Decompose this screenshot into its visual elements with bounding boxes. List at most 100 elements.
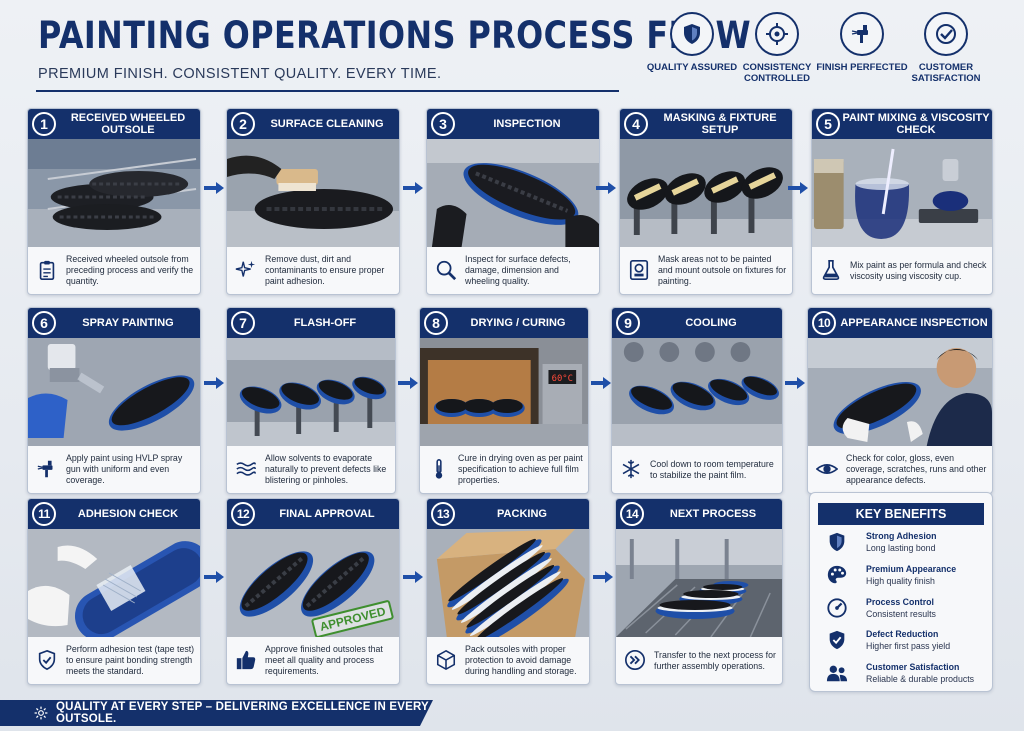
page-title: PAINTING OPERATIONS PROCESS FLOW — [38, 14, 752, 57]
step-number: 13 — [431, 502, 455, 526]
benefit-title: Premium Appearance — [866, 564, 957, 574]
benefit-subtitle: Consistent results — [866, 609, 936, 619]
step-title: PACKING — [497, 508, 547, 520]
step-photo-drying-oven: 60°C — [420, 338, 588, 446]
footer-text: QUALITY AT EVERY STEP – DELIVERING EXCEL… — [56, 701, 429, 725]
benefit-item: Process Control Consistent results — [826, 595, 991, 623]
benefit-subtitle: Reliable & durable products — [866, 674, 975, 684]
badge-quality-assured: QUALITY ASSURED — [646, 12, 738, 73]
benefit-title: Process Control — [866, 597, 934, 607]
step-number: 14 — [620, 502, 644, 526]
benefit-title: Defect Reduction — [866, 629, 939, 639]
shield-check-icon — [829, 630, 845, 650]
step-photo-packing — [427, 529, 589, 637]
step-photo-flash-off — [227, 338, 395, 446]
step-photo-cooling — [612, 338, 782, 446]
step-title: SURFACE CLEANING — [270, 118, 384, 130]
check-circle-icon — [924, 12, 968, 56]
arrow-right-icon — [596, 182, 616, 194]
arrow-right-icon — [785, 377, 805, 389]
forward-icon — [625, 650, 645, 670]
step-number: 1 — [32, 112, 56, 136]
thermometer-icon — [435, 459, 443, 479]
oven-temperature-display: 60°C — [552, 374, 573, 384]
step-description: Pack outsoles with proper protection to … — [465, 644, 577, 676]
palette-icon — [827, 565, 847, 584]
step-title: ADHESION CHECK — [77, 508, 179, 520]
step-number: 9 — [616, 311, 640, 335]
spray-gun-icon — [37, 460, 53, 478]
footer-banner: QUALITY AT EVERY STEP – DELIVERING EXCEL… — [0, 700, 433, 726]
step-description: Mask areas not to be painted and mount o… — [658, 254, 787, 286]
step-description: Remove dust, dirt and contaminants to en… — [265, 254, 385, 286]
arrow-right-icon — [398, 377, 418, 389]
step-description: Check for color, gloss, even coverage, s… — [846, 453, 987, 485]
benefit-item: Defect Reduction Higher first pass yield — [826, 627, 991, 655]
arrow-right-icon — [204, 377, 224, 389]
step-photo-next-process — [616, 529, 782, 637]
header-divider — [36, 90, 619, 92]
arrow-right-icon — [591, 377, 611, 389]
step-description: Transfer to the next process for further… — [654, 649, 776, 671]
step-photo-appearance-inspection — [808, 338, 992, 446]
key-benefits-panel: KEY BENEFITS Strong Adhesion Long lastin… — [809, 492, 993, 692]
arrow-right-icon — [593, 571, 613, 583]
step-number: 7 — [231, 311, 255, 335]
key-benefits-title: KEY BENEFITS — [818, 503, 984, 525]
benefit-subtitle: Long lasting bond — [866, 543, 936, 553]
badge-consistency-controlled: CONSISTENCY CONTROLLED — [731, 12, 823, 84]
people-icon — [826, 665, 848, 682]
badge-label: FINISH PERFECTED — [816, 62, 908, 73]
gauge-icon — [827, 598, 847, 618]
benefit-item: Premium Appearance High quality finish — [826, 562, 991, 590]
step-title: NEXT PROCESS — [669, 508, 757, 520]
arrow-right-icon — [204, 182, 224, 194]
benefit-title: Strong Adhesion — [866, 531, 937, 541]
eye-icon — [816, 464, 838, 474]
step-title: INSPECTION — [493, 118, 561, 130]
step-description: Apply paint using HVLP spray gun with un… — [66, 453, 183, 485]
step-card-11: 11 ADHESION CHECK Perform adhesion test (… — [27, 498, 201, 685]
page-subtitle: PREMIUM FINISH. CONSISTENT QUALITY. EVER… — [38, 66, 442, 82]
sparkle-icon — [235, 260, 256, 277]
shield-check-icon — [38, 649, 56, 671]
badge-label: CUSTOMER SATISFACTION — [911, 62, 981, 84]
step-number: 8 — [424, 311, 448, 335]
benefit-title: Customer Satisfaction — [866, 662, 960, 672]
step-photo-final-approval: APPROVED — [227, 529, 399, 637]
step-number: 12 — [231, 502, 255, 526]
benefit-item: Strong Adhesion Long lasting bond — [826, 529, 991, 557]
step-number: 5 — [816, 112, 840, 136]
step-photo-received-outsoles — [28, 139, 200, 247]
badge-label: QUALITY ASSURED — [646, 62, 738, 73]
step-description: Cool down to room temperature to stabili… — [650, 458, 774, 480]
arrow-right-icon — [403, 571, 423, 583]
gear-icon — [34, 706, 48, 720]
step-number: 11 — [32, 502, 56, 526]
benefit-subtitle: High quality finish — [866, 576, 935, 586]
waves-icon — [236, 462, 256, 476]
step-title: PAINT MIXING & VISCOSITY CHECK — [842, 112, 990, 136]
step-card-12: 12 FINAL APPROVAL APPROVED Approve finish… — [226, 498, 400, 685]
step-description: Mix paint as per formula and check visco… — [850, 259, 987, 281]
badge-customer-satisfaction: CUSTOMER SATISFACTION — [900, 12, 992, 84]
badge-label: CONSISTENCY CONTROLLED — [742, 62, 812, 84]
step-title: DRYING / CURING — [470, 317, 566, 329]
step-title: FINAL APPROVAL — [279, 508, 375, 520]
step-description: Inspect for surface defects, damage, dim… — [465, 254, 571, 286]
badge-finish-perfected: FINISH PERFECTED — [816, 12, 908, 73]
step-description: Approve finished outsoles that meet all … — [265, 644, 383, 676]
step-photo-inspection — [427, 139, 599, 247]
arrow-right-icon — [403, 182, 423, 194]
step-description: Perform adhesion test (tape test) to ens… — [66, 644, 195, 676]
flask-icon — [822, 260, 840, 280]
step-card-13: 13 PACKING Pack outsoles with proper prot… — [426, 498, 590, 685]
